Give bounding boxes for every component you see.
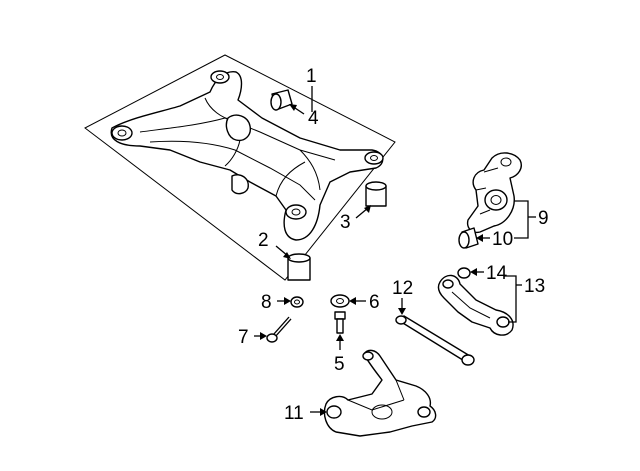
lower-control-arm-11-body [323,349,437,437]
knuckle-9-hub-bore [490,195,502,205]
lower-control-arm-11[interactable] [323,349,437,437]
callout-6: 6 [369,292,380,313]
lower-control-arm-11-eye-front [326,405,342,419]
arrow-5 [336,334,344,341]
lateral-link-12-eye-inner [395,315,407,325]
control-arm-13-outer-eye [496,316,510,328]
callout-1: 1 [306,66,317,87]
subframe-mount-rear-right-hole [370,155,378,161]
bolt-5-shank [336,318,344,334]
subframe-bracket-center [225,114,251,142]
lateral-link-12[interactable] [395,315,475,366]
bushing-14-body [457,267,471,279]
bushing-2[interactable] [287,253,311,281]
bracket-9-10 [514,200,529,239]
knuckle-9-hub [484,189,508,211]
subframe-mount-rear-right [364,151,384,165]
bushing-4-face [270,93,282,111]
arrow-4 [289,104,297,111]
callout-3: 3 [340,212,351,233]
washer-8-inner [294,299,300,305]
subframe-crossmember-rear [149,140,316,201]
control-arm-13-body [437,274,514,336]
bushing-10[interactable] [458,227,479,249]
callout-10: 10 [492,229,513,250]
callout-8: 8 [261,292,272,313]
arrow-8 [284,297,291,305]
callout-12: 12 [392,278,413,299]
bolt-5[interactable] [334,311,346,334]
control-arm-13-rib [451,291,491,319]
callout-4: 4 [308,108,319,129]
bolt-7[interactable] [266,316,292,343]
arrow-10 [476,234,483,242]
subframe-mount-front-right [210,70,230,84]
subframe-assembly[interactable] [84,54,396,281]
lateral-link-12-bar [397,315,471,363]
callout-14: 14 [486,263,508,284]
subframe-mount-front-left-hole [117,129,127,137]
washer-8[interactable] [290,296,304,308]
lower-control-arm-11-pocket [371,404,393,420]
subframe-mount-front-right-hole [216,74,224,80]
control-arm-13[interactable] [437,274,514,336]
bushing-3[interactable] [365,181,387,207]
arrow-2 [283,252,291,259]
callout-2: 2 [258,230,269,251]
bushing-14[interactable] [457,267,471,279]
callout-11: 11 [284,403,304,424]
washer-8-outer [290,296,304,308]
washer-6-outer [330,294,350,308]
bushing-2-top [287,253,311,263]
subframe-bracket-lower [231,174,249,195]
arrow-3 [364,205,371,213]
subframe-mount-front-left [111,125,133,141]
washer-6-inner [336,298,344,304]
bracket-13 [504,275,517,323]
lower-control-arm-11-eye-upper [362,351,374,361]
callout-9: 9 [538,208,549,229]
bushing-3-top [365,181,387,191]
arrow-6 [349,297,356,305]
subframe-mount-rear-left-hole [291,208,301,216]
subframe-mount-rear-left [285,204,307,220]
arrow-11 [320,408,327,416]
bolt-7-head [266,333,278,343]
callout-13: 13 [524,276,545,297]
knuckle-9-detail [475,167,499,215]
arrow-12 [398,308,406,315]
bolt-7-shank-core [273,317,291,337]
subframe-rail-right [275,149,321,197]
lower-control-arm-11-eye-rear [417,406,431,418]
arrow-14 [470,268,477,276]
knuckle-9[interactable] [466,152,522,234]
bushing-4[interactable] [270,89,293,111]
washer-6[interactable] [330,294,350,308]
arrow-7 [260,332,267,340]
control-arm-13-inner-eye [442,279,454,289]
bolt-5-head [334,311,346,320]
callout-7: 7 [238,327,249,348]
lower-control-arm-11-rib [347,379,405,411]
subframe-panel-outline [84,54,396,281]
bushing-10-face [458,231,470,249]
lateral-link-12-eye-outer [461,354,475,366]
knuckle-9-upper-eye [500,157,512,167]
callout-5: 5 [334,354,345,375]
